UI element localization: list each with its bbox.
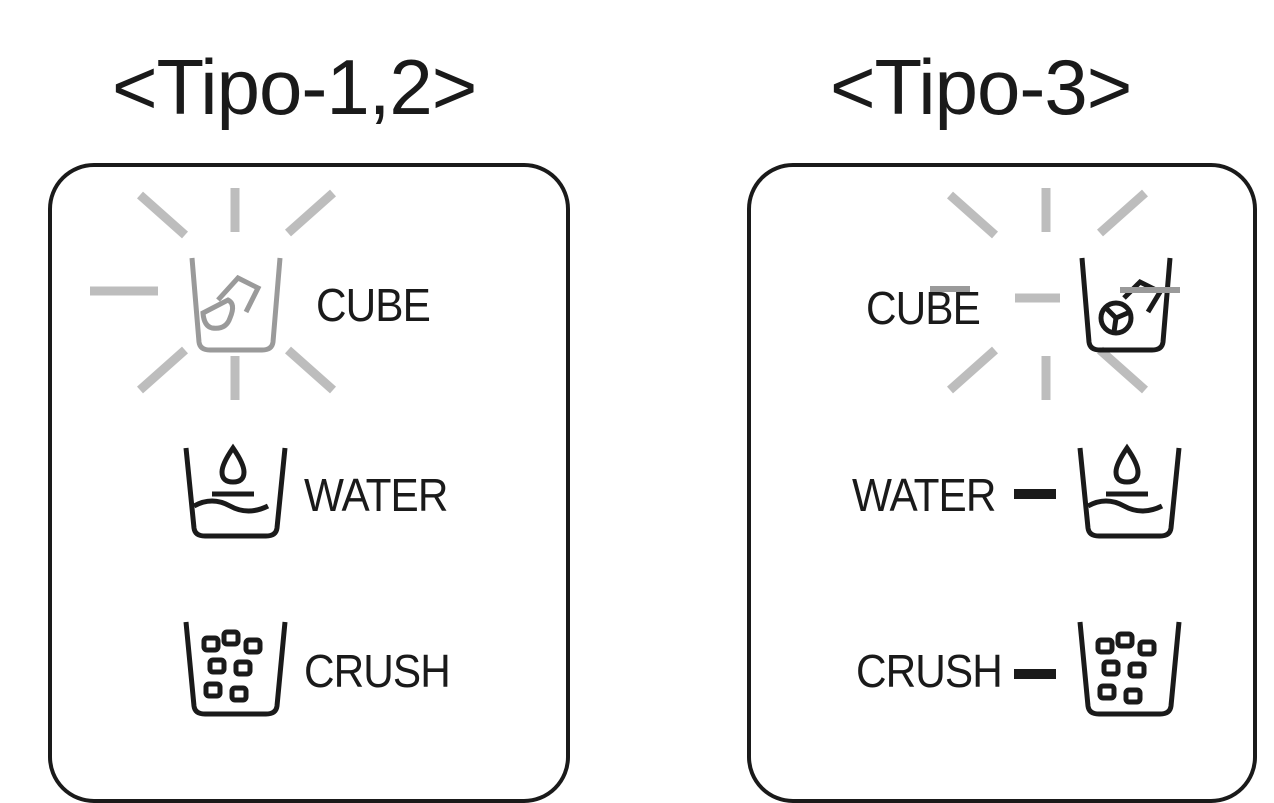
label-crush-right: CRUSH — [856, 645, 1003, 697]
dispenser-panel-tipo-3 — [747, 163, 1257, 803]
dispenser-panel-tipo-1-2 — [48, 163, 570, 803]
label-crush-left: CRUSH — [304, 645, 451, 697]
label-water-right: WATER — [852, 469, 996, 521]
label-water-left: WATER — [304, 469, 448, 521]
panel-title-tipo-1-2: <Tipo-1,2> — [112, 43, 477, 131]
panel-title-tipo-3: <Tipo-3> — [830, 43, 1132, 131]
label-cube-left: CUBE — [316, 279, 431, 331]
label-cube-right: CUBE — [866, 282, 981, 334]
